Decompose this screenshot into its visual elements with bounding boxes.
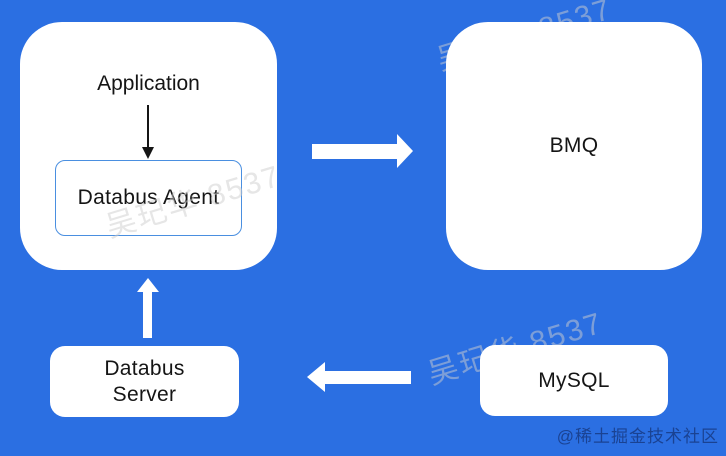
databus-agent-box: Databus Agent bbox=[55, 160, 242, 236]
databus-server-line2: Server bbox=[112, 382, 177, 406]
arrow-server-to-application-icon bbox=[137, 278, 159, 338]
diagonal-watermark: 吴玘华 8537 bbox=[0, 0, 12, 63]
bmq-label: BMQ bbox=[549, 134, 599, 157]
databus-server-box: Databus Server bbox=[50, 346, 239, 417]
juejin-credit-watermark: @稀土掘金技术社区 bbox=[556, 427, 719, 446]
bmq-box: BMQ bbox=[446, 22, 702, 270]
arrow-head bbox=[397, 134, 413, 168]
arrow-head bbox=[307, 362, 325, 392]
application-label: Application bbox=[97, 72, 200, 95]
databus-agent-label: Databus Agent bbox=[77, 186, 220, 209]
arrow-app-to-agent-head-icon bbox=[142, 147, 154, 159]
arrow-agent-to-bmq-icon bbox=[312, 134, 413, 168]
arrow-shaft bbox=[312, 144, 397, 159]
application-group-box: Application Databus Agent bbox=[20, 22, 277, 270]
databus-server-label: Databus Server bbox=[104, 356, 184, 408]
mysql-label: MySQL bbox=[538, 368, 610, 392]
arrow-shaft bbox=[325, 371, 411, 384]
arrow-shaft bbox=[143, 292, 152, 338]
arrow-mysql-to-server-icon bbox=[307, 362, 411, 393]
mysql-box: MySQL bbox=[480, 345, 668, 416]
arrow-head bbox=[137, 278, 159, 292]
databus-server-line1: Databus bbox=[104, 356, 185, 380]
arrow-app-to-agent-line bbox=[147, 105, 149, 147]
